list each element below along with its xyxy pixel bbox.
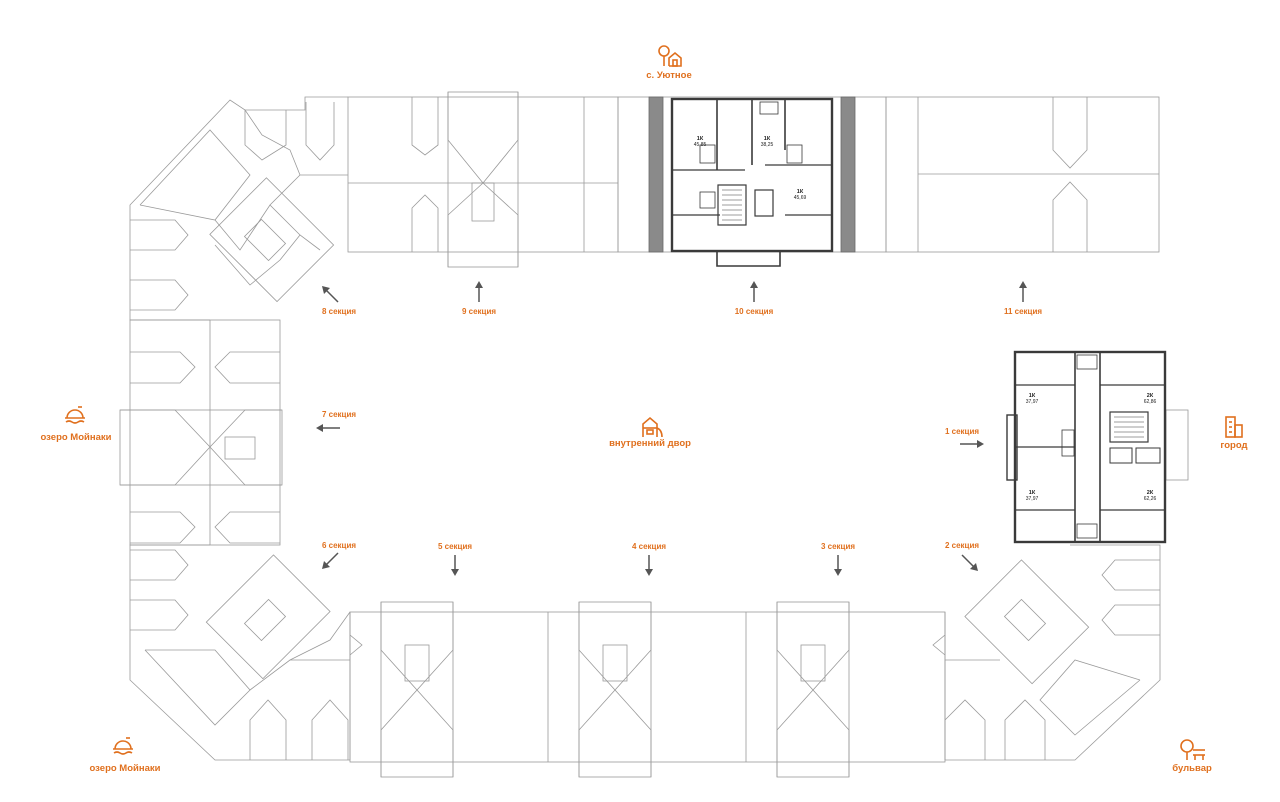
section-label-4[interactable]: 4 секция bbox=[631, 542, 667, 551]
playground-icon bbox=[642, 416, 663, 438]
section-8-roof bbox=[129, 96, 348, 321]
arrow-2 bbox=[961, 554, 978, 571]
section-11-roof bbox=[885, 96, 1160, 253]
city-building-icon bbox=[1225, 416, 1243, 438]
section-label-3[interactable]: 3 секция bbox=[820, 542, 856, 551]
section-2-roof bbox=[944, 544, 1161, 761]
landmark-label-village: с. Уютное bbox=[646, 70, 692, 81]
park-bench-icon bbox=[1180, 739, 1205, 760]
section-6-roof bbox=[129, 544, 351, 761]
section-label-6[interactable]: 6 секция bbox=[321, 541, 357, 550]
landmark-label-lake: озеро Мойнаки bbox=[89, 763, 161, 774]
section-9-roof bbox=[347, 91, 619, 268]
section-label-7[interactable]: 7 секция bbox=[321, 410, 357, 419]
sections-5-4-3-roofs bbox=[349, 601, 946, 778]
section-label-8[interactable]: 8 секция bbox=[321, 307, 357, 316]
section-label-9[interactable]: 9 секция bbox=[461, 307, 497, 316]
landmark-label-courtyard: внутренний двор bbox=[609, 438, 691, 449]
section-label-1[interactable]: 1 секция bbox=[944, 427, 980, 436]
section-label-5[interactable]: 5 секция bbox=[437, 542, 473, 551]
section-1-floorplan bbox=[1006, 350, 1167, 544]
village-house-icon bbox=[658, 45, 682, 67]
landmark-label-lake: озеро Мойнаки bbox=[40, 432, 112, 443]
arrow-7 bbox=[316, 424, 340, 432]
lake-icon bbox=[65, 406, 85, 424]
lake-icon bbox=[113, 737, 133, 755]
arrow-9 bbox=[475, 281, 483, 302]
section-label-2[interactable]: 2 секция bbox=[944, 541, 980, 550]
section-7-roof bbox=[119, 319, 283, 546]
arrow-1 bbox=[960, 440, 984, 448]
arrow-11 bbox=[1019, 281, 1027, 302]
arrow-3 bbox=[834, 555, 842, 576]
arrow-10 bbox=[750, 281, 758, 302]
section-label-10[interactable]: 10 секция bbox=[734, 307, 774, 316]
direction-arrows bbox=[316, 281, 1027, 576]
arrow-4 bbox=[645, 555, 653, 576]
section-10-floorplan bbox=[670, 97, 834, 267]
landmark-label-boulevard: бульвар bbox=[1172, 763, 1212, 774]
landmark-label-city: город bbox=[1220, 440, 1248, 451]
arrow-5 bbox=[451, 555, 459, 576]
arrow-8 bbox=[322, 286, 339, 303]
section-10-roof-frame bbox=[617, 96, 887, 253]
section-label-11[interactable]: 11 секция bbox=[1003, 307, 1043, 316]
arrow-6 bbox=[322, 552, 339, 569]
